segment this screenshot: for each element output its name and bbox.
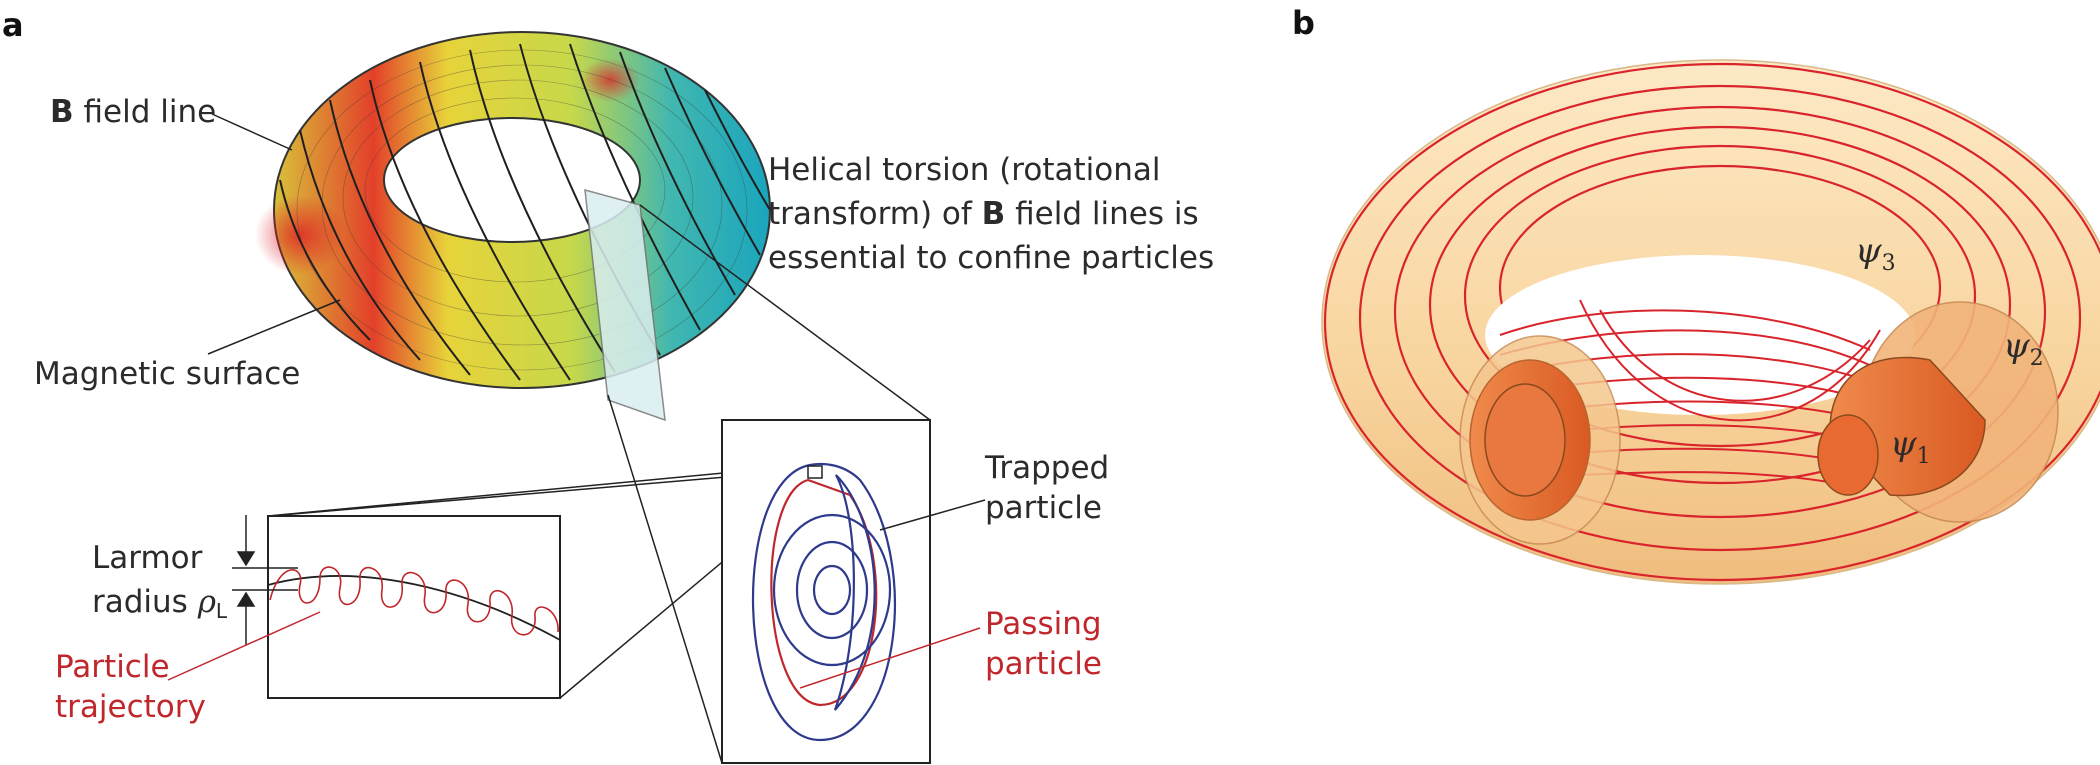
particle-trajectory-helix: [269, 566, 559, 636]
nested-flux-torus: [1321, 59, 2100, 585]
particle-trajectory-label: Particle trajectory: [55, 649, 206, 725]
projection-lines: [267, 204, 931, 764]
larmor-arrows: [232, 515, 298, 645]
passing-particle-label: Passing particle: [985, 606, 1111, 682]
b-field-line-label: B field line: [50, 94, 216, 130]
larmor-radius-label: Larmor radius ρL: [92, 540, 228, 623]
psi-3-label: ψ3: [1855, 231, 1896, 276]
b-field-leader: [211, 113, 293, 151]
passing-leader: [799, 627, 981, 689]
panel-label-b: b: [1292, 4, 1315, 42]
field-line-curve: [268, 575, 560, 641]
magnetic-surface-leader: [207, 299, 341, 355]
trapped-particle-label: Trapped particle: [984, 450, 1119, 526]
magnetic-torus: [255, 31, 771, 422]
psi-2-label: ψ2: [2003, 326, 2044, 371]
psi-1-label: ψ1: [1890, 424, 1931, 469]
helical-torsion-label: Helical torsion (rotational transform) o…: [768, 152, 1214, 276]
trajectory-box: [267, 515, 561, 699]
trapped-leader: [879, 499, 986, 531]
particle-trajectory-leader: [167, 611, 321, 681]
panel-label-a: a: [2, 6, 24, 44]
flux-contours: [751, 462, 896, 742]
magnetic-surface-label: Magnetic surface: [34, 356, 300, 392]
